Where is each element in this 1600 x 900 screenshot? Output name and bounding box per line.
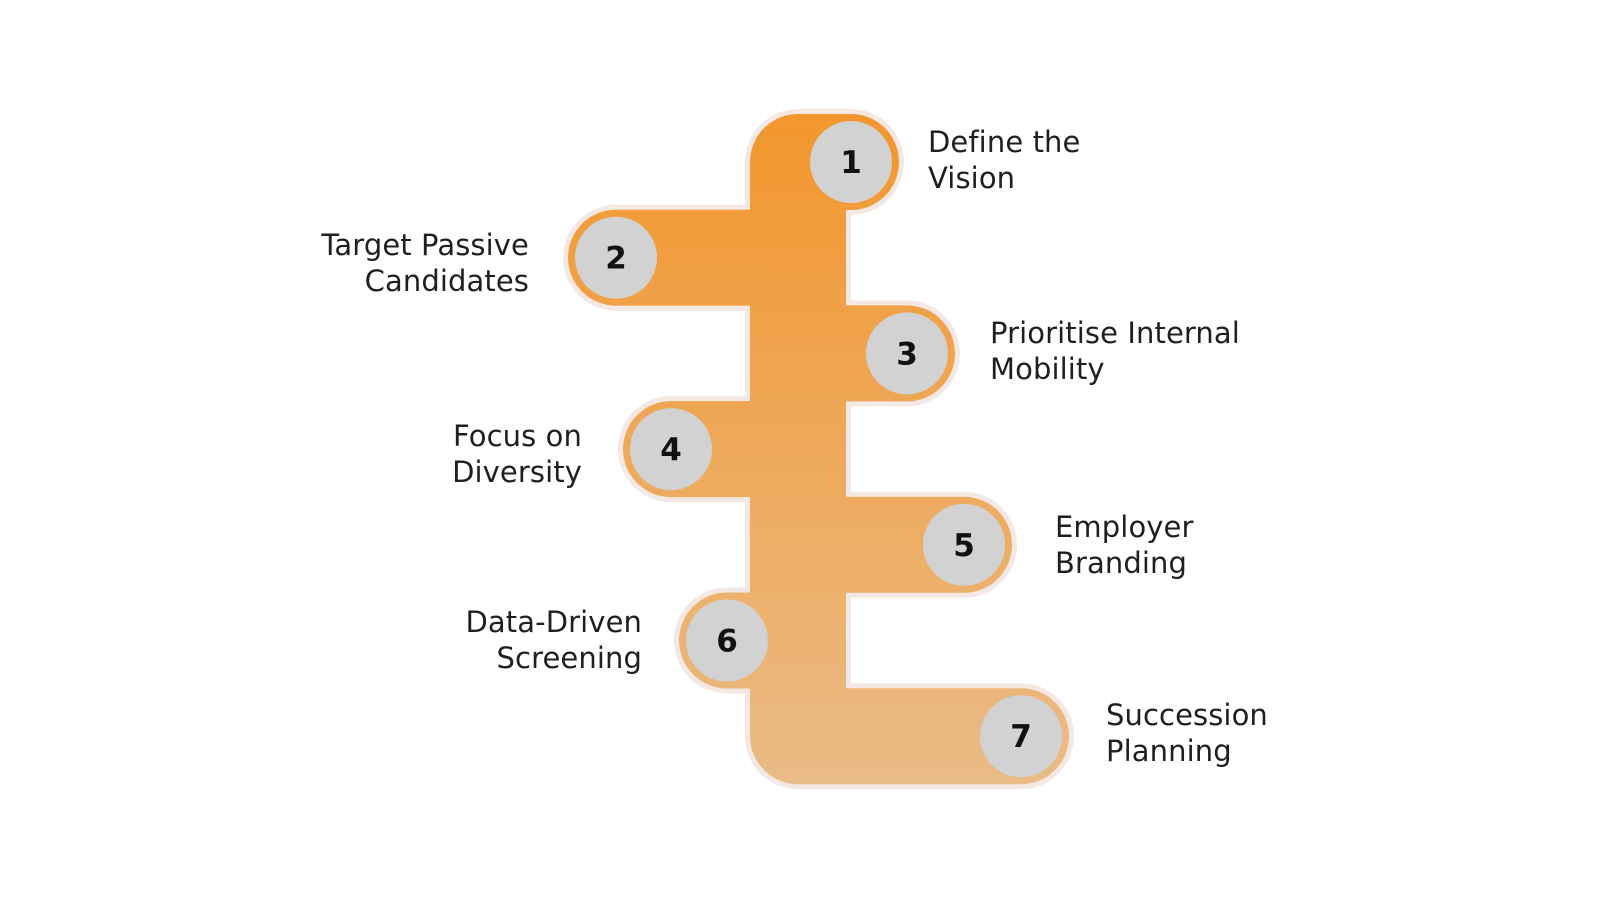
step-circle-1: [810, 121, 892, 203]
step-label-5-line2: Branding: [1055, 546, 1188, 580]
step-label-1: Define the Vision: [928, 124, 1080, 196]
step-number-2: 2: [605, 241, 627, 277]
step-label-5-line1: Employer: [1055, 510, 1194, 544]
step-label-3-line2: Mobility: [990, 352, 1105, 386]
step-label-6-line1: Data-Driven: [465, 605, 642, 639]
step-label-1-line1: Define the: [928, 125, 1081, 159]
step-number-7: 7: [1010, 719, 1032, 755]
step-label-1-line2: Vision: [928, 161, 1016, 195]
step-number-1: 1: [840, 145, 862, 181]
step-label-7-line2: Planning: [1106, 734, 1232, 768]
step-number-3: 3: [896, 336, 918, 372]
band-connector-2: [750, 257, 846, 354]
step-circles: 1 2 3 4 5 6 7: [575, 121, 1062, 778]
step-circle-4: [630, 408, 712, 491]
step-label-6-line2: Screening: [496, 641, 642, 675]
step-label-4-line2: Diversity: [452, 455, 582, 489]
step-number-5: 5: [953, 528, 975, 564]
step-number-4: 4: [660, 432, 682, 468]
band-connector-3: [750, 353, 846, 450]
step-label-2-line1: Target Passive: [321, 228, 529, 262]
step-label-5: Employer Branding: [1055, 509, 1194, 581]
step-label-3-line1: Prioritise Internal: [990, 316, 1240, 350]
step-label-6: Data-Driven Screening: [465, 604, 642, 676]
step-circle-2: [575, 216, 657, 299]
step-circle-3: [866, 312, 948, 395]
step-label-4-line1: Focus on: [453, 419, 582, 453]
step-circle-7: [980, 695, 1062, 778]
step-label-4: Focus on Diversity: [452, 418, 582, 490]
step-label-3: Prioritise Internal Mobility: [990, 315, 1240, 387]
band-connector-5: [750, 544, 846, 641]
step-number-6: 6: [716, 624, 738, 660]
band-connector-4: [750, 449, 846, 545]
step-circle-5: [923, 503, 1005, 586]
step-label-7-line1: Succession: [1106, 698, 1268, 732]
step-circle-6: [686, 599, 768, 682]
step-label-7: Succession Planning: [1106, 697, 1268, 769]
step-label-2: Target Passive Candidates: [321, 227, 529, 299]
step-label-2-line2: Candidates: [364, 264, 529, 298]
band-connector-6: [750, 640, 846, 737]
